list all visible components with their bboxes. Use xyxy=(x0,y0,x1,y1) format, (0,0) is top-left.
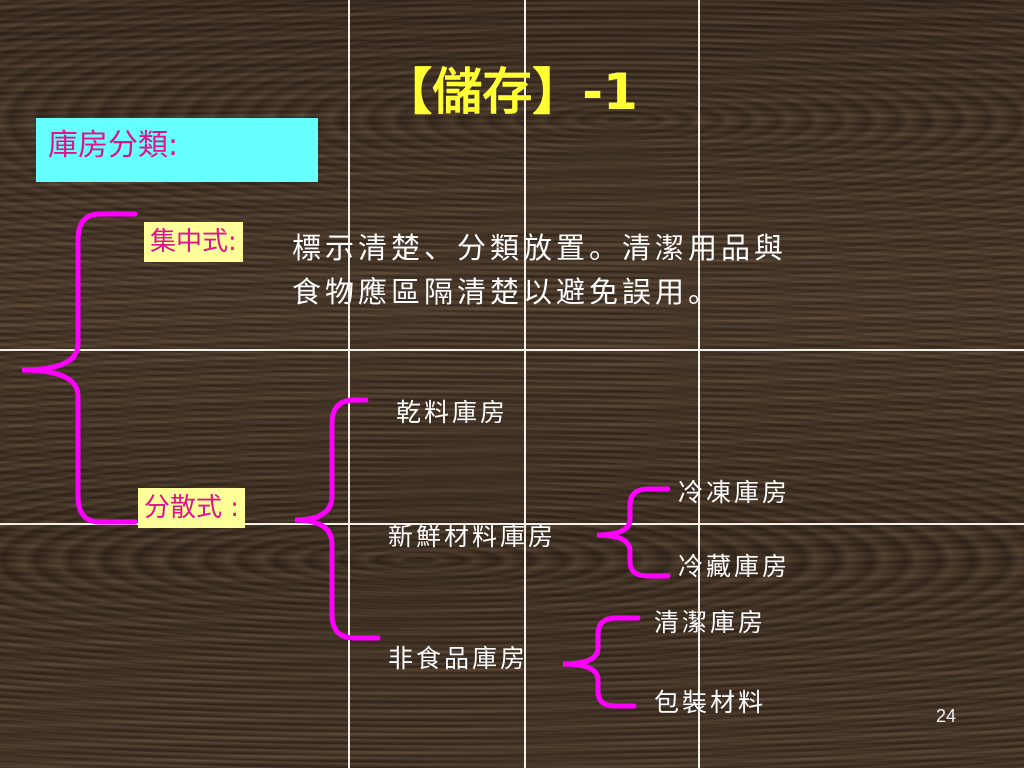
distributed-label: 分散式 : xyxy=(138,488,246,528)
packaging-materials: 包裝材料 xyxy=(654,688,767,717)
slide-title: 【儲存】-1 xyxy=(382,63,638,121)
fresh-brace xyxy=(596,486,671,579)
centralized-description-line2: 食物應區隔清楚以避免誤用。 xyxy=(292,275,722,309)
grid-line-vertical xyxy=(698,0,700,768)
centralized-description-line1: 標示清楚、分類放置。清潔用品與 xyxy=(292,231,788,265)
distributed-brace xyxy=(294,397,381,641)
cleaning-storage: 清潔庫房 xyxy=(654,608,767,637)
dry-storage: 乾料庫房 xyxy=(396,398,509,427)
category-box xyxy=(36,118,318,182)
nonfood-storage: 非食品庫房 xyxy=(388,644,529,673)
main-brace xyxy=(21,211,138,525)
refrigerator-storage: 冷藏庫房 xyxy=(678,552,791,581)
page-number: 24 xyxy=(936,706,957,726)
centralized-label: 集中式: xyxy=(144,222,243,262)
category-label: 庫房分類: xyxy=(48,128,179,163)
fresh-storage: 新鮮材料庫房 xyxy=(388,522,557,551)
nonfood-brace xyxy=(562,615,641,709)
freezer-storage: 冷凍庫房 xyxy=(678,478,791,507)
grid-line-vertical xyxy=(524,0,526,768)
grid-line-vertical xyxy=(348,0,350,768)
grid-line-horizontal xyxy=(0,523,1024,525)
grid-line-horizontal xyxy=(0,349,1024,351)
